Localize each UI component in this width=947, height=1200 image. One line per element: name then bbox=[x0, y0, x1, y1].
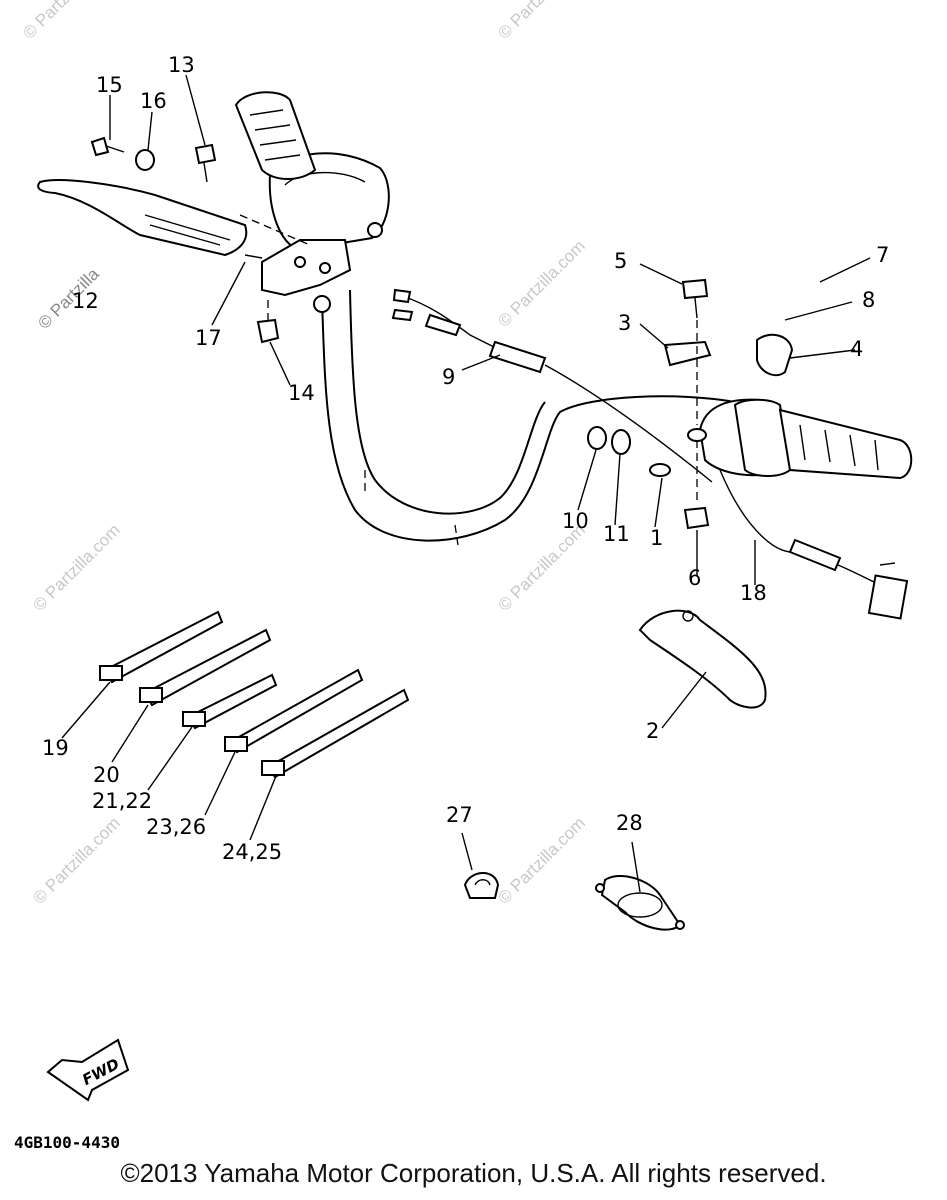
label-12: 12 bbox=[72, 289, 99, 313]
label-13: 13 bbox=[168, 53, 195, 77]
label-9: 9 bbox=[442, 365, 455, 389]
handlebar bbox=[321, 289, 736, 546]
watermark: © Partzilla.com bbox=[29, 520, 123, 614]
throttle-cable bbox=[391, 288, 713, 483]
clamps bbox=[463, 872, 685, 931]
label-10: 10 bbox=[562, 509, 589, 533]
copyright-notice: ©2013 Yamaha Motor Corporation, U.S.A. A… bbox=[120, 1158, 827, 1188]
label-19: 19 bbox=[42, 736, 69, 760]
label-2: 2 bbox=[646, 719, 659, 743]
cable-ties bbox=[99, 610, 410, 779]
adjuster-nuts bbox=[587, 426, 671, 477]
watermark: © Partzilla.com bbox=[494, 520, 588, 614]
label-7: 7 bbox=[876, 243, 889, 267]
watermark: © Partzilla.com bbox=[19, 0, 113, 43]
label-17: 17 bbox=[195, 326, 222, 350]
label-14: 14 bbox=[288, 381, 315, 405]
label-3: 3 bbox=[618, 311, 631, 335]
diagram-code: 4GB100-4430 bbox=[14, 1133, 120, 1152]
watermark: © Partzilla.com bbox=[494, 236, 588, 330]
right-lever bbox=[638, 609, 767, 709]
label-23-26: 23,26 bbox=[146, 815, 206, 839]
label-16: 16 bbox=[140, 89, 167, 113]
label-8: 8 bbox=[862, 288, 875, 312]
label-5: 5 bbox=[614, 249, 627, 273]
left-switch-housing bbox=[234, 91, 390, 252]
left-fasteners bbox=[90, 136, 280, 344]
leader-lines bbox=[61, 74, 871, 893]
label-1: 1 bbox=[650, 526, 663, 550]
label-6: 6 bbox=[688, 566, 701, 590]
watermark: © Partzilla.com bbox=[494, 813, 588, 907]
fwd-arrow: FWD bbox=[46, 1038, 130, 1102]
label-11: 11 bbox=[603, 522, 630, 546]
label-15: 15 bbox=[96, 73, 123, 97]
watermark: © Partzilla.com bbox=[29, 813, 123, 907]
right-grip-assembly bbox=[663, 278, 913, 530]
label-21-22: 21,22 bbox=[92, 789, 152, 813]
label-28: 28 bbox=[616, 811, 643, 835]
watermark: © Partzilla.com bbox=[494, 0, 588, 43]
label-27: 27 bbox=[446, 803, 473, 827]
label-4: 4 bbox=[850, 337, 863, 361]
label-24-25: 24,25 bbox=[222, 840, 282, 864]
brake-lever-assembly bbox=[37, 179, 352, 313]
switch-wire-lead bbox=[719, 469, 909, 620]
label-20: 20 bbox=[93, 763, 120, 787]
label-18: 18 bbox=[740, 581, 767, 605]
part-labels: 1 2 3 4 5 6 7 8 9 10 11 12 13 14 15 16 1… bbox=[42, 53, 889, 864]
